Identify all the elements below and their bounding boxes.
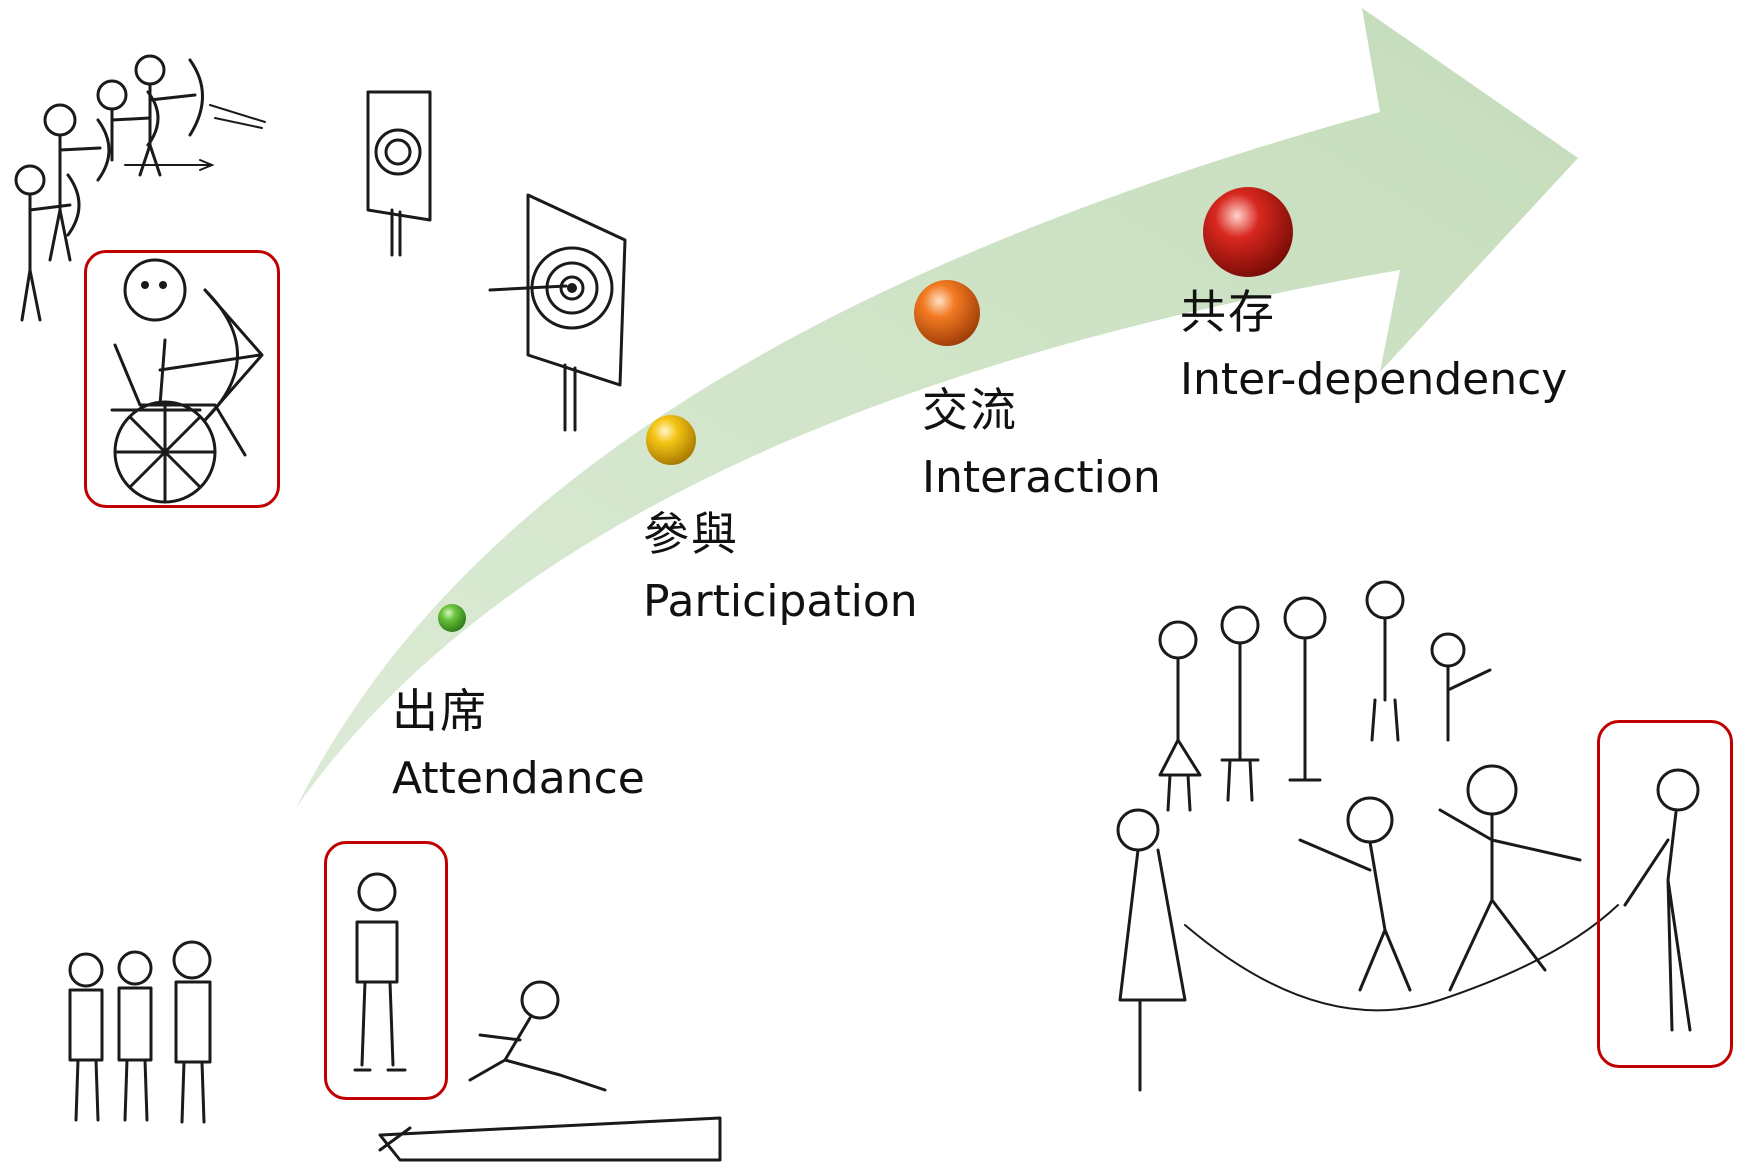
stage-label-en: Interaction bbox=[922, 451, 1161, 503]
stage-label-zh: 出席 bbox=[392, 684, 488, 738]
highlight-standing-child bbox=[1597, 720, 1733, 1068]
highlight-standing-athlete bbox=[324, 841, 448, 1100]
stage-label-zh: 交流 bbox=[922, 383, 1018, 437]
stage-ball-interdependency bbox=[1203, 187, 1293, 277]
stage-label-en: Participation bbox=[643, 575, 918, 627]
stage-label-interaction: 交流 Interaction bbox=[922, 382, 1161, 505]
stage-label-participation: 參與 Participation bbox=[643, 506, 918, 629]
stage-label-zh: 參與 bbox=[643, 507, 739, 561]
highlight-wheelchair-archer bbox=[84, 250, 280, 508]
stage-label-zh: 共存 bbox=[1180, 285, 1276, 339]
stage-label-attendance: 出席 Attendance bbox=[392, 683, 645, 806]
stage-label-en: Inter-dependency bbox=[1180, 353, 1568, 405]
archery-illustration bbox=[14, 54, 627, 504]
stage-label-interdependency: 共存 Inter-dependency bbox=[1180, 284, 1567, 407]
stage-ball-participation bbox=[646, 415, 696, 465]
stage-ball-interaction bbox=[914, 280, 980, 346]
group-play-illustration bbox=[1116, 580, 1700, 1092]
athletics-illustration bbox=[68, 872, 722, 1162]
stage-label-en: Attendance bbox=[392, 752, 645, 804]
stage-ball-attendance bbox=[438, 604, 466, 632]
